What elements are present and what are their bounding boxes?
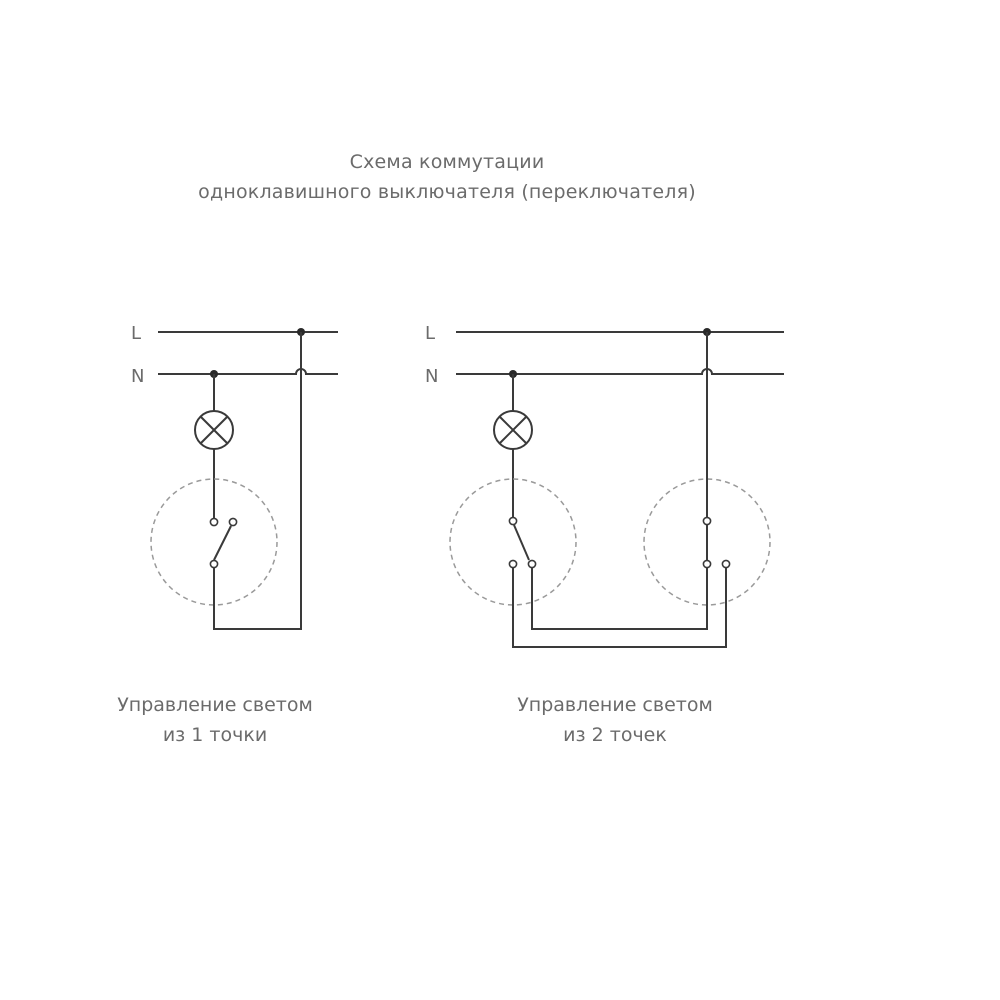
lamp-icon: [194, 410, 234, 450]
line-label-n: N: [131, 366, 144, 387]
caption-one-point: Управление светом из 1 точки: [80, 690, 350, 750]
traveller-wire-inner: [531, 568, 708, 630]
traveller-wire-outer: [512, 568, 727, 648]
diagram-title: Схема коммутации одноклавишного выключат…: [0, 147, 894, 207]
switch-2-housing: [643, 478, 771, 606]
wire-switch-l: [213, 332, 302, 630]
caption-line-1: Управление светом: [117, 694, 313, 716]
bus-n: [456, 368, 784, 375]
diagram-two-points: L N: [425, 323, 784, 648]
caption-line-1: Управление светом: [517, 694, 713, 716]
line-label-l: L: [131, 323, 141, 344]
switch-1-housing: [449, 478, 577, 606]
bus-n: [158, 368, 338, 375]
caption-line-2: из 1 точки: [162, 724, 268, 746]
caption-line-2: из 2 точек: [563, 724, 667, 746]
lamp-icon: [493, 410, 533, 450]
line-label-l: L: [425, 323, 435, 344]
title-line-1: Схема коммутации: [349, 151, 545, 173]
switch-icon: [209, 517, 238, 569]
diagram-one-point: L N: [131, 323, 338, 630]
switch-1-icon: [508, 516, 537, 569]
title-line-2: одноклавишного выключателя (переключател…: [198, 181, 696, 203]
caption-two-points: Управление светом из 2 точек: [480, 690, 750, 750]
switch-2-icon: [702, 516, 731, 569]
line-label-n: N: [425, 366, 438, 387]
switch-housing: [150, 478, 278, 606]
